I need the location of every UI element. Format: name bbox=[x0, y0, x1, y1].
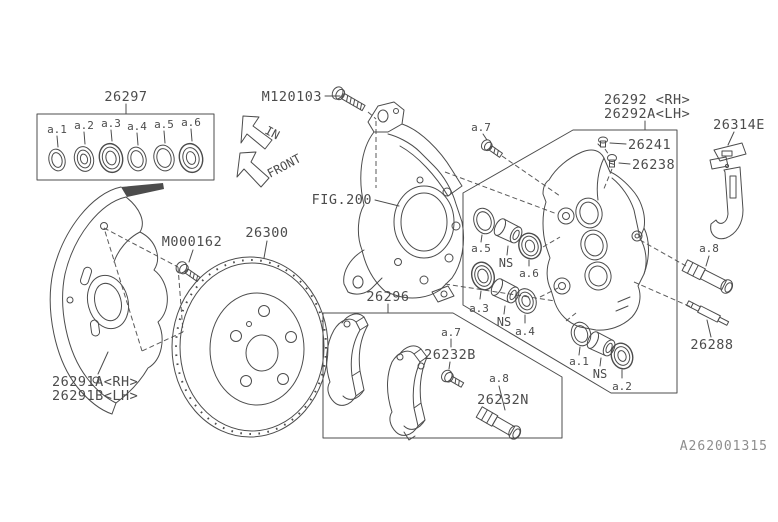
ref-label-a1: a.1 bbox=[47, 123, 67, 136]
steering-knuckle: FIG.200 bbox=[312, 101, 465, 303]
seal-ring-a5 bbox=[153, 144, 175, 172]
arrow-label-in: IN bbox=[263, 123, 282, 142]
shield-bolt: M000162 bbox=[162, 234, 222, 283]
arrow-label-front: FRONT bbox=[265, 151, 303, 180]
front-arrow-icon bbox=[236, 151, 270, 188]
lower-guide-pin bbox=[685, 300, 730, 326]
part-label-26292a-lh: 26292A<LH> bbox=[604, 106, 690, 122]
splash-shield: 26291A<RH> 26291B<LH> bbox=[49, 183, 168, 415]
knuckle-bolt: M120103 bbox=[262, 86, 377, 188]
part-label-26238: 26238 bbox=[632, 157, 675, 173]
part-label-26314e: 26314E bbox=[713, 117, 765, 133]
ref-label-g2-seal: a.3 bbox=[469, 302, 489, 315]
ref-label-g3-seal: a.1 bbox=[569, 355, 589, 368]
ref-label-pads-a7: a.7 bbox=[441, 326, 461, 339]
seal-kit-box: 26297 a.1 a.2 a.3 a.4 a.5 a.6 bbox=[36, 89, 215, 181]
part-label-26291a-rh: 26291A<RH> bbox=[52, 374, 138, 390]
part-label-26241: 26241 bbox=[628, 137, 671, 153]
part-label-26232b: 26232B bbox=[424, 347, 476, 363]
upper-guide-pin bbox=[681, 259, 734, 294]
piston-group-3: a.1 NS a.2 bbox=[565, 312, 634, 393]
pad-retaining-pin bbox=[475, 406, 522, 440]
seal-ring-a1 bbox=[48, 148, 66, 172]
brake-pad-inner bbox=[387, 345, 428, 441]
pad-lock-bolt bbox=[441, 369, 465, 388]
part-label-26232n: 26232N bbox=[477, 392, 529, 408]
seal-ring-a4 bbox=[127, 146, 147, 172]
ref-label-g3-boot: a.2 bbox=[612, 380, 632, 393]
ref-label-a3: a.3 bbox=[101, 117, 121, 130]
brake-pad-outer bbox=[326, 313, 369, 406]
in-arrow-icon bbox=[240, 115, 273, 150]
ref-label-g2-boot: a.4 bbox=[515, 325, 535, 338]
ref-label-g1-boot: a.6 bbox=[519, 267, 539, 280]
ref-label-pads-a8: a.8 bbox=[489, 372, 509, 385]
guide-pins: a.8 26288 bbox=[633, 239, 734, 353]
seal-ring-a6 bbox=[178, 142, 204, 174]
bleeder-parts: 26241 26238 bbox=[597, 136, 675, 192]
ref-label-a2: a.2 bbox=[74, 119, 94, 132]
piston-group-2: a.3 NS a.4 bbox=[469, 261, 559, 338]
drawing-number: A262001315 bbox=[680, 439, 768, 454]
part-label-m000162: M000162 bbox=[162, 234, 222, 250]
caliper-body bbox=[542, 149, 649, 331]
part-label-26292-rh: 26292 <RH> bbox=[604, 92, 690, 108]
caliper-pin-bolt bbox=[480, 139, 503, 158]
part-label-26291b-lh: 26291B<LH> bbox=[52, 388, 138, 404]
ref-label-g2-piston: NS bbox=[497, 315, 511, 329]
shield-bolt-leaders bbox=[103, 227, 184, 352]
ref-label-g3-piston: NS bbox=[593, 367, 607, 381]
part-label-26300: 26300 bbox=[245, 225, 288, 241]
ref-label-caliper-a7: a.7 bbox=[471, 121, 491, 134]
part-label-26296: 26296 bbox=[366, 289, 409, 305]
ref-label-g1-seal: a.5 bbox=[471, 242, 491, 255]
ref-label-g1-piston: NS bbox=[499, 256, 513, 270]
ref-label-a6: a.6 bbox=[181, 116, 201, 129]
seal-ring-a2 bbox=[73, 146, 95, 172]
caliper-box: 26292 <RH> 26292A<LH> a.7 a.5 NS bbox=[462, 92, 690, 394]
ref-label-pin-a8: a.8 bbox=[699, 242, 719, 255]
fig-ref-label: FIG.200 bbox=[312, 192, 372, 208]
ref-label-a5: a.5 bbox=[154, 118, 174, 131]
part-label-26288: 26288 bbox=[690, 337, 733, 353]
part-label-26297: 26297 bbox=[104, 89, 147, 105]
knuckle-caliper-leaders bbox=[444, 171, 558, 302]
part-label-m120103: M120103 bbox=[262, 89, 322, 105]
ref-label-a4: a.4 bbox=[127, 120, 147, 133]
direction-arrows: IN FRONT bbox=[236, 115, 303, 188]
pad-support-clip: 26314E bbox=[709, 117, 765, 240]
pad-kit-box: 26296 a.7 26232B bbox=[322, 289, 563, 441]
piston-group-1: a.5 NS a.6 bbox=[471, 207, 561, 280]
brake-rotor: 26300 bbox=[171, 225, 329, 438]
seal-ring-a3 bbox=[98, 142, 124, 174]
